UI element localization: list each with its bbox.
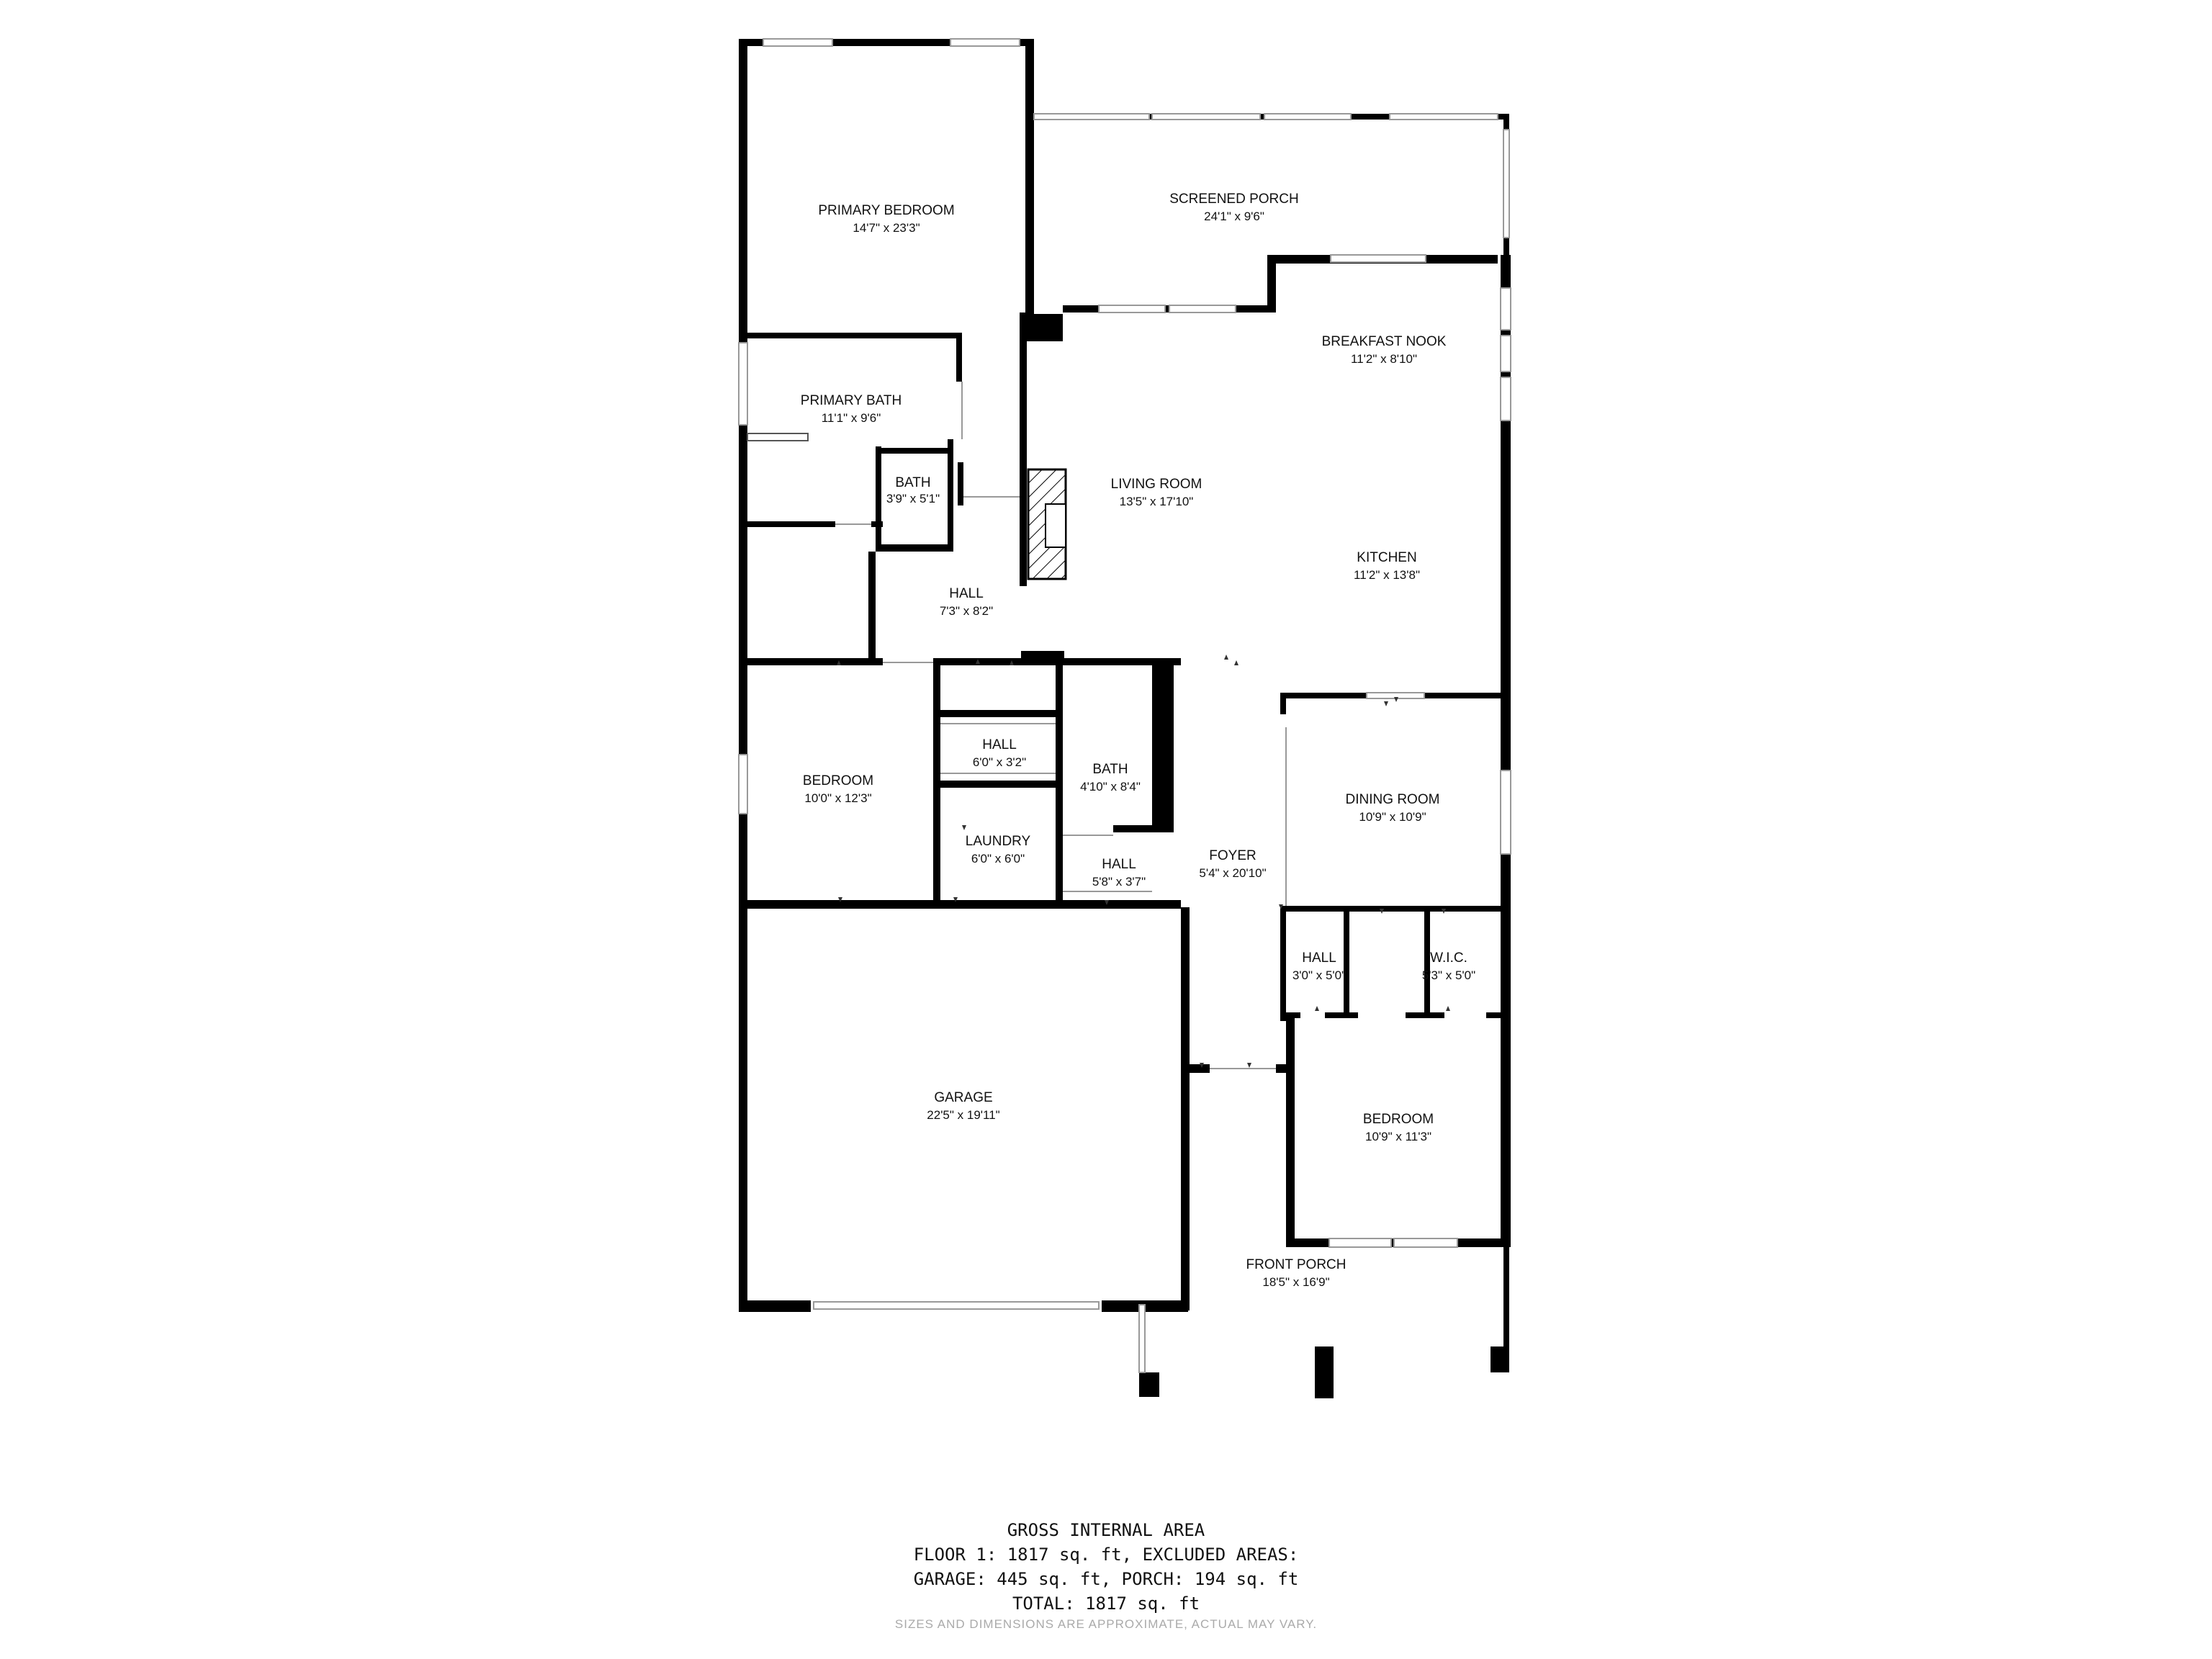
svg-text:7'3" x 8'2": 7'3" x 8'2" bbox=[940, 604, 993, 618]
svg-text:W.I.C.: W.I.C. bbox=[1430, 950, 1467, 966]
summary-total-line: TOTAL: 1817 sq. ft bbox=[1012, 1593, 1200, 1614]
room-breakfast-nook: BREAKFAST NOOK 11'2" x 8'10" bbox=[1322, 334, 1447, 366]
svg-text:4'10" x 8'4": 4'10" x 8'4" bbox=[1080, 780, 1141, 793]
room-wic: W.I.C. 5'3" x 5'0" bbox=[1422, 950, 1475, 982]
summary-disclaimer: SIZES AND DIMENSIONS ARE APPROXIMATE, AC… bbox=[894, 1617, 1318, 1631]
svg-text:11'1" x 9'6": 11'1" x 9'6" bbox=[822, 411, 881, 425]
room-hall-4: HALL 3'0" x 5'0" bbox=[1292, 950, 1346, 982]
area-summary: GROSS INTERNAL AREA FLOOR 1: 1817 sq. ft… bbox=[746, 1518, 1466, 1632]
bath-counter bbox=[747, 433, 809, 441]
exterior-walls bbox=[739, 39, 1511, 1398]
opening-markers bbox=[837, 655, 1450, 1068]
room-hall-3: HALL 5'8" x 3'7" bbox=[1092, 857, 1146, 889]
svg-text:GARAGE: GARAGE bbox=[934, 1090, 992, 1105]
svg-text:PRIMARY BEDROOM: PRIMARY BEDROOM bbox=[818, 203, 954, 218]
svg-text:BATH: BATH bbox=[895, 475, 930, 490]
svg-text:11'2" x 13'8": 11'2" x 13'8" bbox=[1354, 568, 1420, 582]
svg-text:11'2" x 8'10": 11'2" x 8'10" bbox=[1351, 352, 1417, 366]
interior-walls bbox=[739, 313, 1508, 1021]
svg-text:10'9" x 11'3": 10'9" x 11'3" bbox=[1365, 1130, 1431, 1143]
svg-text:13'5" x 17'10": 13'5" x 17'10" bbox=[1120, 495, 1194, 508]
svg-text:SCREENED PORCH: SCREENED PORCH bbox=[1169, 192, 1298, 207]
fireplace-hearth bbox=[1045, 503, 1066, 548]
svg-text:18'5" x 16'9": 18'5" x 16'9" bbox=[1262, 1275, 1329, 1289]
summary-floor-line: FLOOR 1: 1817 sq. ft, EXCLUDED AREAS: bbox=[913, 1545, 1299, 1565]
svg-text:KITCHEN: KITCHEN bbox=[1357, 550, 1416, 565]
svg-text:10'9" x 10'9": 10'9" x 10'9" bbox=[1359, 810, 1426, 824]
room-hall-1: HALL 7'3" x 8'2" bbox=[940, 586, 993, 618]
svg-text:6'0" x 6'0": 6'0" x 6'0" bbox=[971, 852, 1025, 866]
windows bbox=[738, 38, 1511, 1373]
svg-text:3'9" x 5'1": 3'9" x 5'1" bbox=[886, 492, 940, 505]
summary-excluded-line: GARAGE: 445 sq. ft, PORCH: 194 sq. ft bbox=[913, 1569, 1299, 1589]
svg-text:BEDROOM: BEDROOM bbox=[803, 773, 873, 788]
svg-text:5'8" x 3'7": 5'8" x 3'7" bbox=[1092, 875, 1146, 889]
room-labels: PRIMARY BEDROOM 14'7" x 23'3" SCREENED P… bbox=[801, 192, 1475, 1289]
svg-text:HALL: HALL bbox=[1302, 950, 1336, 966]
svg-text:FOYER: FOYER bbox=[1209, 848, 1256, 863]
room-primary-bath: PRIMARY BATH 11'1" x 9'6" bbox=[801, 393, 902, 425]
svg-text:PRIMARY BATH: PRIMARY BATH bbox=[801, 393, 902, 408]
svg-text:5'4" x 20'10": 5'4" x 20'10" bbox=[1199, 866, 1266, 880]
room-bath-small: BATH 3'9" x 5'1" bbox=[886, 475, 940, 505]
room-kitchen: KITCHEN 11'2" x 13'8" bbox=[1354, 550, 1420, 582]
svg-text:HALL: HALL bbox=[982, 737, 1017, 752]
svg-text:BREAKFAST NOOK: BREAKFAST NOOK bbox=[1322, 334, 1447, 349]
svg-text:HALL: HALL bbox=[949, 586, 984, 601]
svg-text:22'5" x 19'11": 22'5" x 19'11" bbox=[927, 1108, 999, 1122]
room-living-room: LIVING ROOM 13'5" x 17'10" bbox=[1111, 477, 1202, 508]
svg-text:BEDROOM: BEDROOM bbox=[1363, 1112, 1434, 1127]
svg-text:HALL: HALL bbox=[1102, 857, 1136, 872]
room-hall-2: HALL 6'0" x 3'2" bbox=[973, 737, 1026, 769]
room-screened-porch: SCREENED PORCH 24'1" x 9'6" bbox=[1169, 192, 1298, 223]
room-dining-room: DINING ROOM 10'9" x 10'9" bbox=[1346, 792, 1440, 824]
svg-text:LAUNDRY: LAUNDRY bbox=[966, 834, 1031, 849]
svg-text:5'3" x 5'0": 5'3" x 5'0" bbox=[1422, 968, 1475, 982]
room-garage: GARAGE 22'5" x 19'11" bbox=[927, 1090, 999, 1122]
svg-text:FRONT PORCH: FRONT PORCH bbox=[1246, 1257, 1346, 1272]
svg-text:10'0" x 12'3": 10'0" x 12'3" bbox=[804, 791, 871, 805]
room-front-porch: FRONT PORCH 18'5" x 16'9" bbox=[1246, 1257, 1346, 1289]
room-bath-2: BATH 4'10" x 8'4" bbox=[1080, 762, 1141, 793]
svg-text:BATH: BATH bbox=[1092, 762, 1128, 777]
svg-text:24'1" x 9'6": 24'1" x 9'6" bbox=[1204, 210, 1264, 223]
room-bedroom-2: BEDROOM 10'9" x 11'3" bbox=[1363, 1112, 1434, 1143]
svg-text:14'7" x 23'3": 14'7" x 23'3" bbox=[853, 221, 920, 235]
svg-text:6'0" x 3'2": 6'0" x 3'2" bbox=[973, 755, 1026, 769]
room-bedroom-1: BEDROOM 10'0" x 12'3" bbox=[803, 773, 873, 805]
door-openings bbox=[835, 382, 1287, 1069]
svg-text:LIVING ROOM: LIVING ROOM bbox=[1111, 477, 1202, 492]
room-foyer: FOYER 5'4" x 20'10" bbox=[1199, 848, 1266, 880]
svg-text:3'0" x 5'0": 3'0" x 5'0" bbox=[1292, 968, 1346, 982]
svg-text:DINING ROOM: DINING ROOM bbox=[1346, 792, 1440, 807]
room-laundry: LAUNDRY 6'0" x 6'0" bbox=[966, 834, 1031, 866]
room-primary-bedroom: PRIMARY BEDROOM 14'7" x 23'3" bbox=[818, 203, 954, 235]
summary-title: GROSS INTERNAL AREA bbox=[1007, 1520, 1205, 1540]
